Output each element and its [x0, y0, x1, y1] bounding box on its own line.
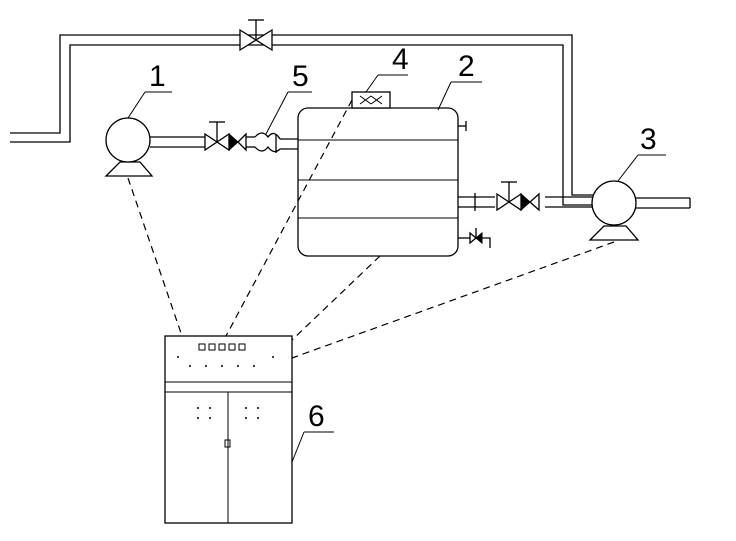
door-handle [224, 439, 231, 448]
flexible-connector [254, 132, 281, 153]
inlet-check-valve [228, 132, 247, 152]
outlet-globe-valve [496, 181, 522, 212]
water-tank [297, 107, 467, 257]
drain-tap [458, 228, 491, 248]
label-sensor: 4 [392, 43, 409, 76]
cabinet-buttons [177, 356, 274, 419]
inlet-pipe [150, 136, 298, 150]
control-cabinet [164, 335, 293, 524]
label-pump-in: 1 [149, 60, 166, 93]
bypass-valve [239, 19, 273, 52]
inlet-pump [104, 117, 154, 177]
label-pump-out: 3 [640, 123, 657, 156]
outlet-check-valve [520, 192, 540, 212]
signal-lines [127, 99, 615, 359]
label-connector: 5 [292, 60, 309, 93]
level-sensor [351, 91, 391, 109]
cabinet-indicators [198, 343, 246, 351]
inlet-globe-valve [204, 121, 230, 152]
bypass-pipe [10, 34, 600, 206]
outlet-pump [588, 180, 640, 241]
label-tank: 2 [458, 50, 475, 83]
leader-lines [127, 74, 666, 463]
label-cabinet: 6 [308, 400, 325, 433]
outlet-pipe [458, 193, 691, 211]
